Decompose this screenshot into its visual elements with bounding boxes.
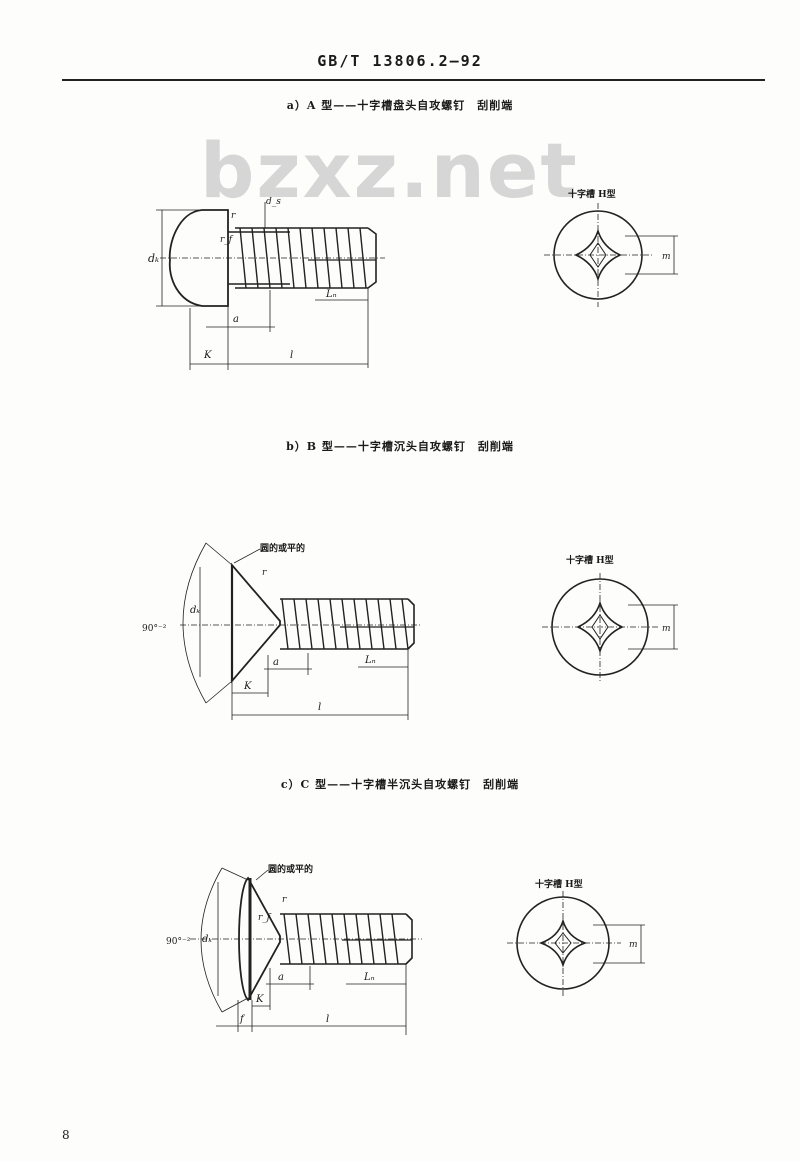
standard-number-header: GB/T 13806.2—92 (317, 52, 483, 70)
recess-view-b: 十字槽 H型 m (542, 554, 678, 683)
recess-label-b: 十字槽 H型 (566, 554, 614, 566)
raised-countersunk-head-outline (238, 876, 281, 1002)
dim-dk-c: dₖ (202, 934, 212, 945)
dim-ln-c: Lₙ (363, 972, 375, 983)
watermark: bzxz.net (200, 126, 579, 215)
note-round-or-flat-b: 圆的或平的 (260, 542, 305, 554)
recess-label-a: 十字槽 H型 (568, 188, 616, 200)
cross-recess-icon (574, 228, 622, 282)
dim-ln-a: Lₙ (325, 289, 337, 300)
dim-a-b: a (273, 657, 279, 668)
dim-l-a: l (290, 350, 293, 361)
dim-k-b: K (243, 681, 252, 692)
dim-r-b: r (262, 568, 267, 578)
dim-a-a: a (233, 314, 239, 325)
dim-rf-a: r_f (220, 235, 234, 245)
dim-angle-b: 90°⁻² (142, 624, 167, 634)
recess-view-a: 十字槽 H型 m (544, 188, 678, 307)
figure-a-drawing: dₖ r r_f d_s a Lₙ K l (148, 197, 385, 370)
dim-r-a: r (231, 211, 236, 221)
dim-ds-a: d_s (266, 197, 281, 207)
dim-a-c: a (278, 972, 284, 983)
dim-f-c: f (239, 1014, 246, 1025)
dim-rf-c: r_f (258, 913, 272, 923)
recess-dim-m-a: m (662, 252, 671, 262)
dim-dk-b: dₖ (190, 605, 200, 616)
dim-ln-b: Lₙ (364, 655, 376, 666)
figure-b-caption: b）B 型——十字槽沉头自攻螺钉 刮削端 (286, 440, 514, 453)
recess-view-c: 十字槽 H型 m (507, 878, 645, 997)
dim-dk-a: dₖ (148, 252, 159, 265)
recess-label-c: 十字槽 H型 (535, 878, 583, 890)
dim-k-a: K (203, 350, 212, 361)
cross-recess-icon-b (576, 600, 624, 654)
recess-dim-m-b: m (662, 624, 671, 634)
dim-l-c: l (326, 1014, 329, 1025)
thread-body-b (280, 598, 415, 650)
figure-c-drawing: 90°⁻² dₖ 圆的或平的 r r_f a Lₙ K f l (166, 863, 422, 1035)
figure-a-caption: a）A 型——十字槽盘头自攻螺钉 刮削端 (286, 99, 514, 112)
dim-k-c: K (255, 994, 264, 1005)
pan-head-outline (168, 209, 229, 307)
dim-l-b: l (318, 702, 321, 713)
page-number: 8 (62, 1128, 70, 1142)
figure-b-drawing: 90°⁻² dₖ 圆的或平的 r a Lₙ K l (142, 542, 422, 720)
figure-c-caption: c）C 型——十字槽半沉头自攻螺钉 刮削端 (280, 778, 520, 791)
dim-r-c: r (282, 895, 287, 905)
header-rule (62, 79, 765, 81)
dim-angle-c: 90°⁻² (166, 937, 191, 947)
recess-dim-m-c: m (629, 940, 638, 950)
note-round-or-flat-c: 圆的或平的 (268, 863, 313, 875)
cross-recess-icon-c (538, 918, 588, 968)
